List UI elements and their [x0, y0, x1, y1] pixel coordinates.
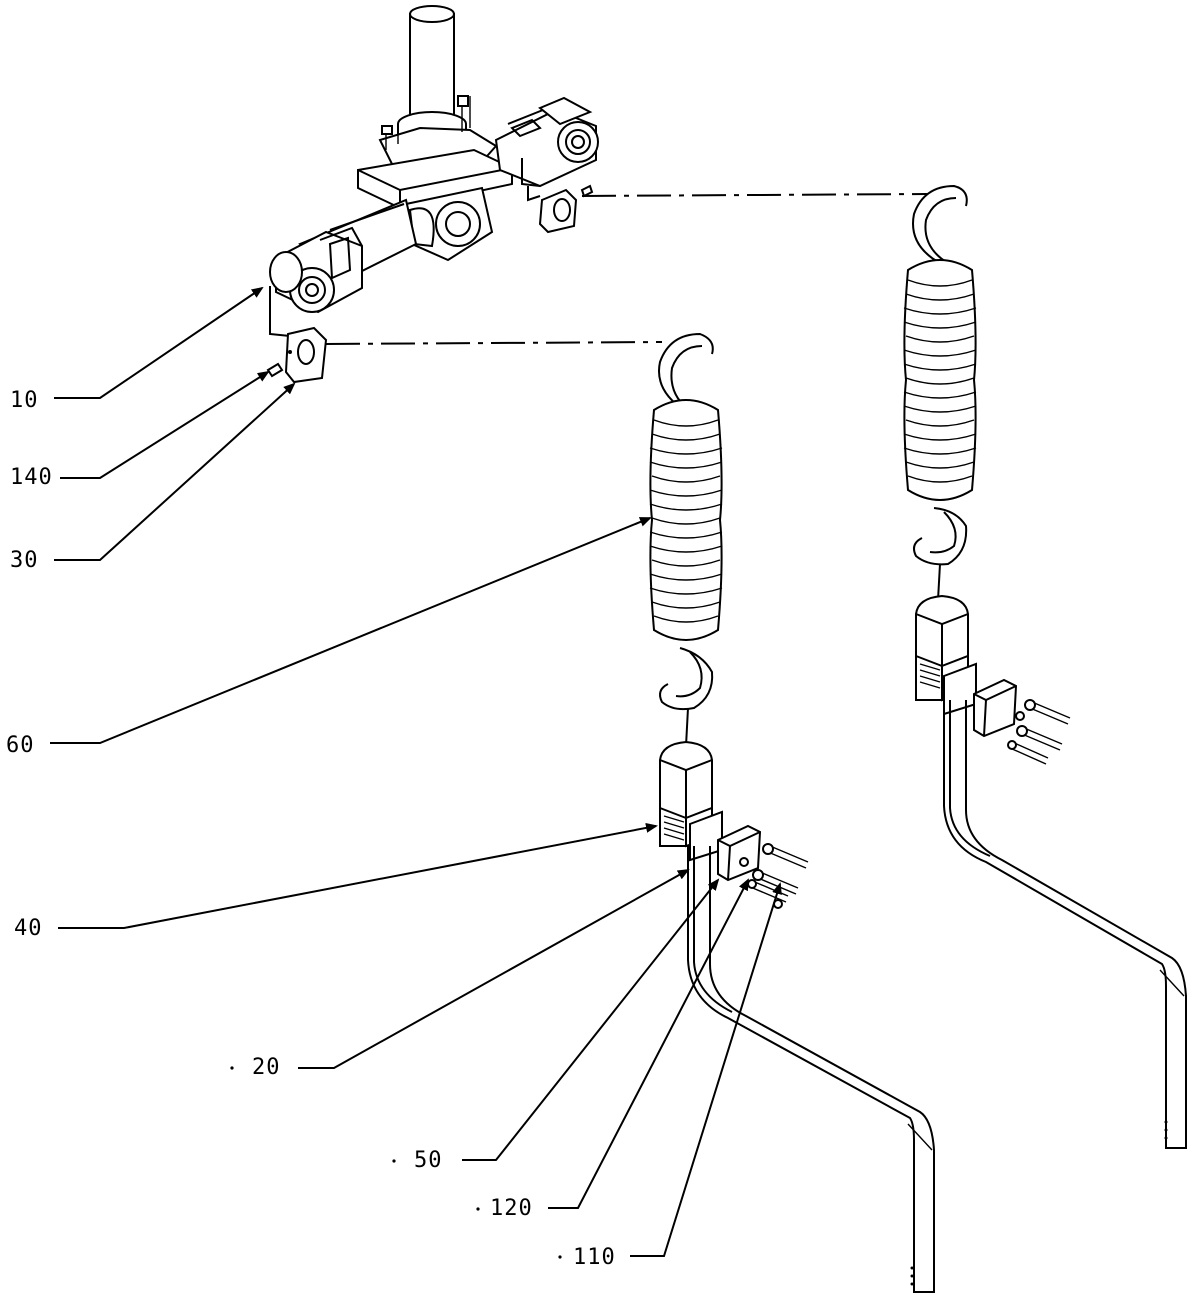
dot-marker	[230, 1066, 234, 1070]
label-30: 30	[10, 548, 39, 573]
centerline-right	[581, 193, 929, 197]
clamp-plates-right	[943, 662, 1018, 738]
label-120: 120	[490, 1196, 533, 1221]
leader-lines	[50, 286, 782, 1257]
label-20: 20	[252, 1055, 281, 1080]
dot-marker	[392, 1159, 396, 1163]
bolts-right	[1007, 699, 1071, 765]
spring-tine-right	[943, 700, 1187, 1149]
label-140: 140	[10, 465, 53, 490]
centerline-left	[325, 341, 663, 345]
label-60: 60	[6, 733, 35, 758]
label-10: 10	[10, 388, 39, 413]
bolts-left	[739, 843, 809, 909]
mounting-bracket-assembly	[269, 5, 599, 337]
label-40: 40	[14, 916, 43, 941]
label-110: 110	[573, 1245, 616, 1270]
label-50: 50	[414, 1148, 443, 1173]
dot-marker	[558, 1255, 562, 1259]
set-screw	[266, 362, 284, 378]
tension-spring-right	[903, 184, 977, 566]
spring-tine-left	[687, 846, 935, 1293]
tension-spring-left	[649, 332, 723, 711]
spring-clip-right	[538, 184, 594, 234]
spring-clip-left	[284, 326, 328, 384]
dot-marker	[476, 1207, 480, 1211]
clamp-plates-left	[689, 810, 762, 882]
